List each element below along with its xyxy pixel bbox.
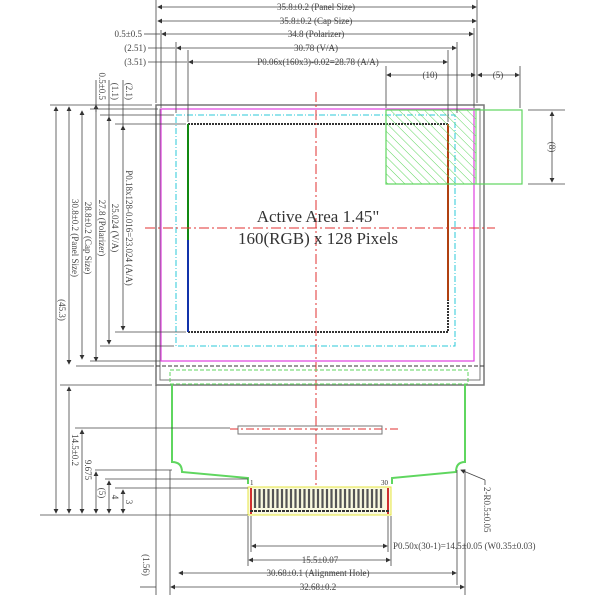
dim-va-height: 25.024 (V/A)	[110, 204, 120, 253]
dim-1-56: (1.56)	[141, 554, 151, 576]
dim-alignment-hole: 30.68±0.1 (Alignment Hole)	[267, 568, 370, 578]
dim-panel-width: 35.8±0.2 (Panel Size)	[277, 2, 355, 12]
dim-fpc-length: 14.5±0.2	[70, 434, 80, 466]
pin-30-label: 30	[381, 479, 389, 487]
dim-va-offset: (2.51)	[124, 43, 146, 53]
bottom-dimension-lines	[170, 469, 486, 595]
polarizer-outline	[160, 108, 475, 362]
right-dimension-lines	[528, 109, 565, 185]
dim-cap-width: 35.8±0.2 (Cap Size)	[280, 16, 352, 26]
dim-3: 3	[124, 500, 134, 505]
dim-polarizer-width: 34.8 (Polarizer)	[288, 29, 344, 39]
dim-4: 4	[110, 495, 120, 500]
dim-cap-height: 28.8±0.2 (Cap Size)	[83, 202, 93, 274]
dim-connector-width: 15.5±0.07	[302, 555, 339, 565]
dim-corner-radius: 2-R0.5±0.05	[482, 487, 492, 533]
dim-polarizer-height: 27.8 (Polarizer)	[97, 200, 107, 256]
dim-aa-height: P0.18x128-0.016=23.024 (A/A)	[124, 170, 134, 286]
protective-tape	[385, 109, 523, 185]
pin-1-label: 1	[250, 479, 254, 487]
center-lines	[145, 92, 495, 505]
dim-left-aa-offset: (2.1)	[124, 83, 134, 100]
dim-aa-width: P0.06x(160x3)-0.02=28.78 (A/A)	[257, 57, 379, 67]
dim-5: (5)	[97, 488, 107, 499]
connector-pins	[247, 486, 392, 516]
dim-left-va-offset: (1.1)	[110, 83, 120, 100]
dim-pin-pitch: P0.50x(30-1)=14.5±0.05 (W0.35±0.03)	[393, 541, 535, 551]
dim-left-pol-offset: 0.5±0.5	[97, 73, 107, 101]
resolution-title: 160(RGB) x 128 Pixels	[238, 229, 398, 248]
dim-aa-offset: (3.51)	[124, 57, 146, 67]
fpc-outline	[169, 369, 469, 484]
dim-tape-offset: (5)	[493, 70, 504, 80]
top-dimension-lines	[144, 0, 521, 122]
dim-fpc-9675: 9.675	[83, 460, 93, 481]
left-dimension-lines	[40, 80, 248, 595]
dim-polarizer-offset: 0.5±0.5	[115, 29, 143, 39]
active-area-title: Active Area 1.45"	[257, 207, 380, 226]
dim-fpc-width: 32.68±0.2	[300, 582, 336, 592]
dim-total-height: (45.3)	[57, 299, 67, 321]
dim-tape-width: (10)	[423, 70, 438, 80]
dim-va-width: 30.78 (V/A)	[294, 43, 338, 53]
dim-tape-height: (8)	[547, 142, 557, 153]
dim-panel-height: 30.8±0.2 (Panel Size)	[70, 199, 80, 277]
